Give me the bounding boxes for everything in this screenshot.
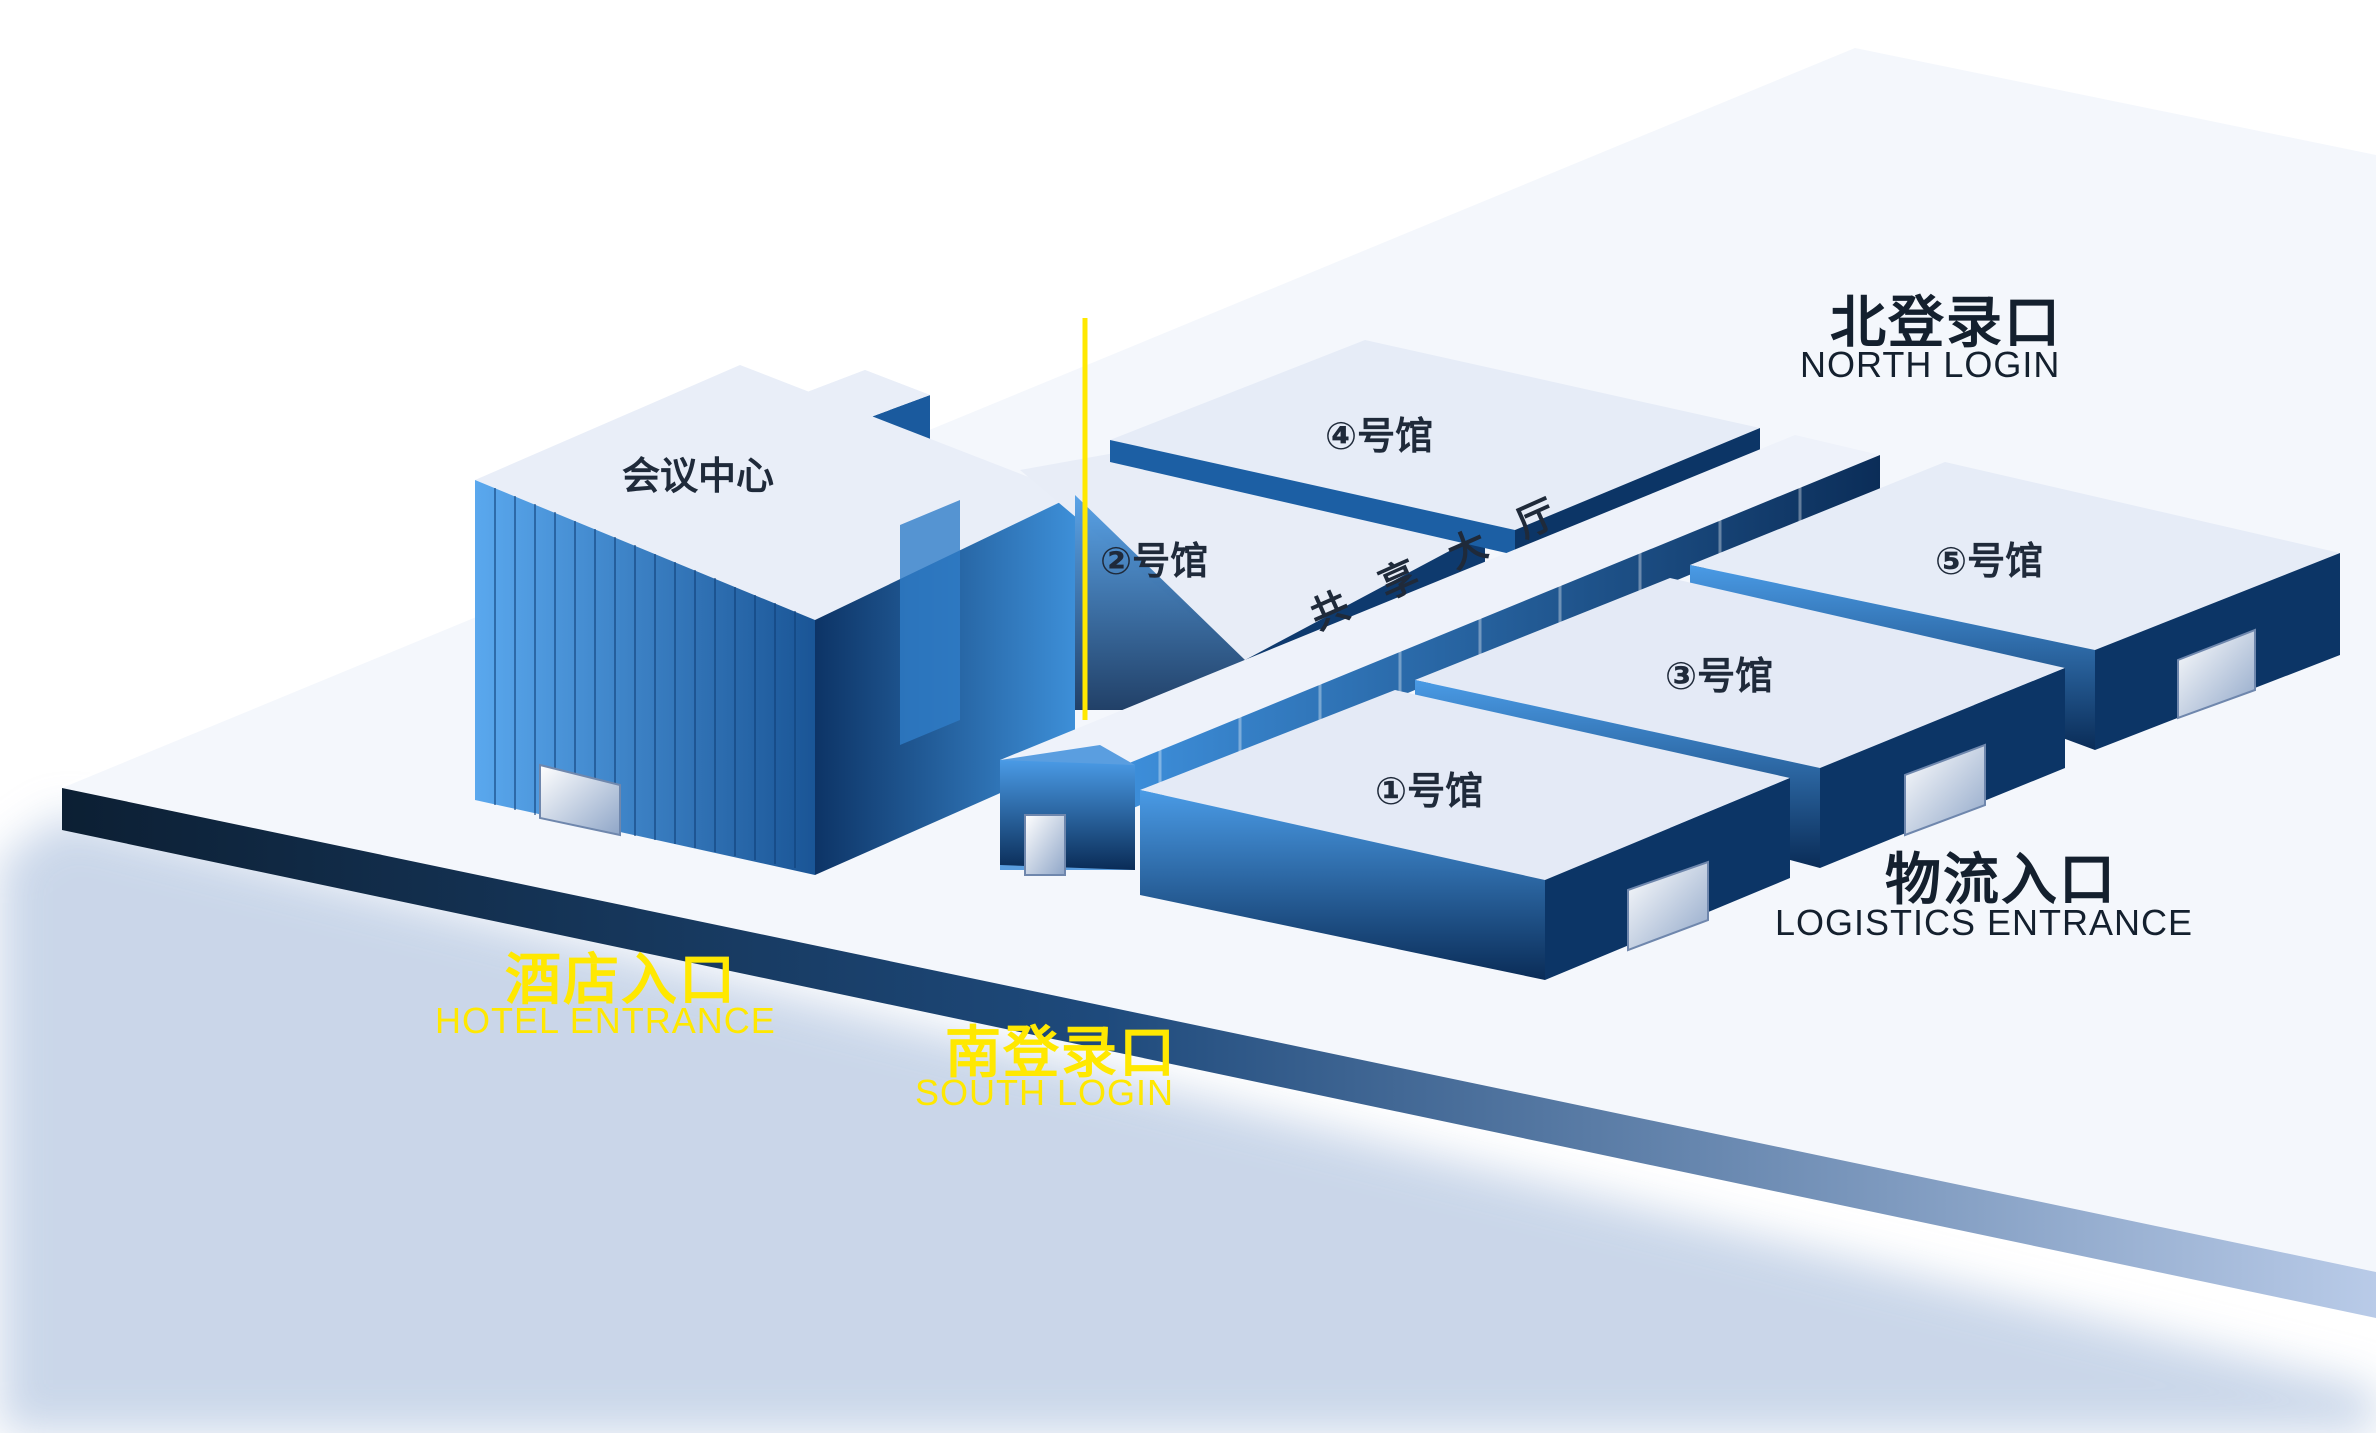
conference-center-label: 会议中心 <box>622 454 775 498</box>
conference-center <box>475 365 1075 875</box>
hotel-entrance-en: HOTEL ENTRANCE <box>435 1000 776 1041</box>
logistics-entrance-en: LOGISTICS ENTRANCE <box>1775 902 2194 943</box>
hall-1-label: ①号馆 <box>1375 769 1484 813</box>
north-login-cn: 北登录口 <box>1830 291 2062 356</box>
logistics-entrance-cn: 物流入口 <box>1885 848 2117 913</box>
south-login-cn: 南登录口 <box>945 1021 1177 1086</box>
hall-2-label: ②号馆 <box>1100 539 1209 583</box>
north-login-en: NORTH LOGIN <box>1800 344 2061 385</box>
hall-3-label: ③号馆 <box>1665 654 1774 698</box>
hall-4-label: ④号馆 <box>1325 414 1434 458</box>
hall-5-label: ⑤号馆 <box>1935 539 2044 583</box>
hotel-entrance-cn: 酒店入口 <box>505 948 737 1013</box>
hall-1 <box>1140 690 1790 980</box>
hall-4 <box>1110 340 1760 555</box>
south-login-en: SOUTH LOGIN <box>915 1072 1175 1113</box>
